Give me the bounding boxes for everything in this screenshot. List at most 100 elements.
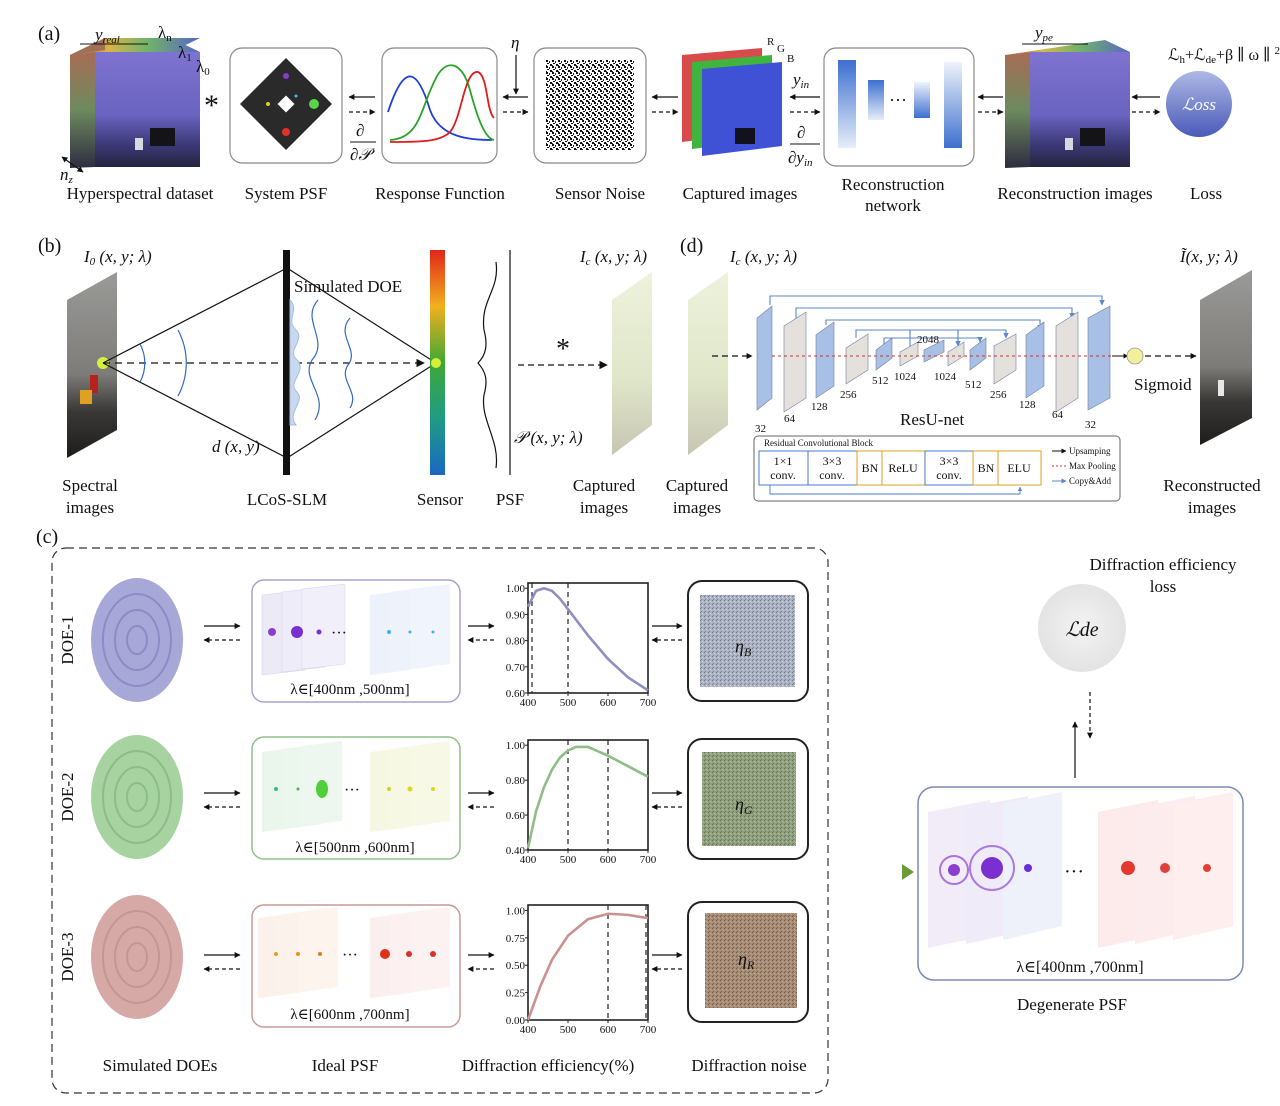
svg-text:3×3: 3×3 (940, 454, 959, 468)
svg-text:conv.: conv. (936, 468, 962, 482)
net-bar-3 (914, 82, 930, 118)
panel-c-tag: (c) (36, 526, 58, 548)
svg-text:ELU: ELU (1007, 461, 1031, 475)
chart-xtick-label: 500 (560, 854, 577, 866)
yreal-label: yreal (93, 25, 120, 46)
svg-text:1×1: 1×1 (774, 454, 793, 468)
svg-text:Sensor Noise: Sensor Noise (555, 184, 645, 203)
sensor-noise-image (546, 60, 634, 150)
chart-frame (527, 739, 649, 851)
response-curves (387, 64, 495, 143)
svg-text:BN: BN (862, 461, 879, 475)
psf-diamond-icon (240, 58, 332, 150)
svg-text:DOE-2: DOE-2 (58, 772, 77, 821)
captions-row-d: Captured images Reconstructed images (666, 476, 1261, 517)
sensor-focus (431, 358, 441, 368)
svg-text:ηB: ηB (735, 636, 752, 659)
arrows-panel-c (203, 623, 683, 972)
svg-text:64: 64 (1052, 409, 1064, 421)
doe-row-2: DOE-2 ··· λ∈[500nm ,600nm] ηG (58, 735, 809, 860)
svg-text:3×3: 3×3 (823, 454, 842, 468)
chart-series-line (526, 912, 649, 1021)
chart-series-line (526, 586, 649, 692)
reconstruction-cube (1005, 40, 1130, 168)
chart-ytick-label: 1.00 (506, 583, 526, 595)
chart-xtick-label: 400 (520, 854, 537, 866)
captions-row-c: Simulated DOEs Ideal PSF Diffraction eff… (103, 1056, 807, 1075)
arrows-row-a (348, 55, 1161, 115)
chart-ytick-label: 0.80 (506, 636, 526, 648)
chart-frame (527, 904, 649, 1021)
y-in-label: yin (791, 70, 810, 91)
svg-text:PSF: PSF (496, 490, 524, 509)
svg-text:Diffraction noise: Diffraction noise (691, 1056, 806, 1075)
chart-xtick-label: 700 (640, 697, 657, 709)
svg-text:2048: 2048 (917, 334, 940, 346)
rgb-r: R (767, 36, 775, 48)
i0-label: I0 (x, y; λ) (83, 247, 152, 268)
svg-text:···: ··· (331, 625, 347, 642)
svg-text:λ∈[600nm ,700nm]: λ∈[600nm ,700nm] (290, 1007, 409, 1023)
svg-text:ηG: ηG (735, 794, 753, 817)
captions-row-b: Spectral images LCoS-SLM Sensor PSF Capt… (62, 476, 636, 517)
svg-text:32: 32 (755, 423, 766, 435)
chart-ytick-label: 0.60 (506, 688, 526, 700)
chart-ytick-label: 0.90 (506, 609, 526, 621)
doe-surface (289, 298, 301, 426)
panel-b-tag: (b) (38, 235, 61, 257)
chart-xtick-label: 700 (640, 1024, 657, 1036)
chart-ytick-label: 1.00 (506, 905, 526, 917)
ic-label-b: Ic (x, y; λ) (579, 247, 647, 268)
captured-image-b (612, 272, 652, 455)
de-loss-title-1: Diffraction efficiency (1089, 555, 1237, 574)
svg-text:Captured: Captured (573, 476, 636, 495)
psf-profile (477, 250, 511, 475)
chart-ytick-label: 0.75 (506, 933, 526, 945)
svg-text:Reconstruction images: Reconstruction images (997, 184, 1152, 203)
chart-ytick-label: 0.40 (506, 845, 526, 857)
svg-text:images: images (673, 498, 721, 517)
ype-label: ype (1033, 23, 1053, 44)
degenerate-psf-stack: ··· (928, 792, 1233, 948)
svg-text:32: 32 (1085, 419, 1096, 431)
doe-row-1: DOE-1 ··· λ∈[400nm ,500nm] ηB (58, 578, 809, 703)
svg-text:Copy&Add: Copy&Add (1069, 476, 1112, 486)
svg-text:ηR: ηR (738, 949, 755, 972)
partial-y-den: ∂yin (788, 148, 813, 169)
svg-text:Simulated DOEs: Simulated DOEs (103, 1056, 218, 1075)
svg-text:Reconstruction: Reconstruction (842, 175, 945, 194)
svg-text:1024: 1024 (894, 371, 917, 383)
chart-ytick-label: 0.50 (506, 960, 526, 972)
chart-xtick-label: 700 (640, 854, 657, 866)
rgb-b: B (787, 53, 794, 65)
rgb-g: G (777, 43, 785, 55)
chart-xtick-label: 500 (560, 697, 577, 709)
svg-text:1024: 1024 (934, 371, 957, 383)
itilde-label: Ĩ(x, y; λ) (1179, 247, 1238, 266)
svg-text:images: images (580, 498, 628, 517)
partial-y-num: ∂ (797, 123, 805, 142)
partial-p-label: ∂ (356, 121, 364, 140)
svg-text:Spectral: Spectral (62, 476, 118, 495)
svg-text:Residual Convolutional Block: Residual Convolutional Block (764, 438, 873, 448)
svg-text:DOE-3: DOE-3 (58, 932, 77, 981)
chart-xtick-label: 400 (520, 1024, 537, 1036)
svg-text:λ∈[500nm ,600nm]: λ∈[500nm ,600nm] (295, 840, 414, 856)
simulated-doe-label: Simulated DOE (294, 277, 402, 296)
loss-circle-label: ℒoss (1182, 95, 1216, 114)
chart-ytick-label: 0.70 (506, 662, 526, 674)
chart-xtick-label: 600 (600, 1024, 617, 1036)
chart-xtick-label: 500 (560, 1024, 577, 1036)
svg-text:Hyperspectral dataset: Hyperspectral dataset (67, 184, 214, 203)
net-bar-2 (868, 80, 884, 120)
svg-text:Loss: Loss (1190, 184, 1222, 203)
de-loss-symbol: ℒde (1065, 619, 1098, 641)
svg-text:network: network (865, 196, 921, 215)
chart-xtick-label: 600 (600, 854, 617, 866)
captured-rgb-stack (682, 48, 782, 156)
hyperspectral-cube (70, 38, 200, 168)
doe-row-3: DOE-3 ··· λ∈[600nm ,700nm] ηR (58, 895, 809, 1028)
lcos-slm-plate (283, 250, 290, 475)
svg-text:Captured: Captured (666, 476, 729, 495)
